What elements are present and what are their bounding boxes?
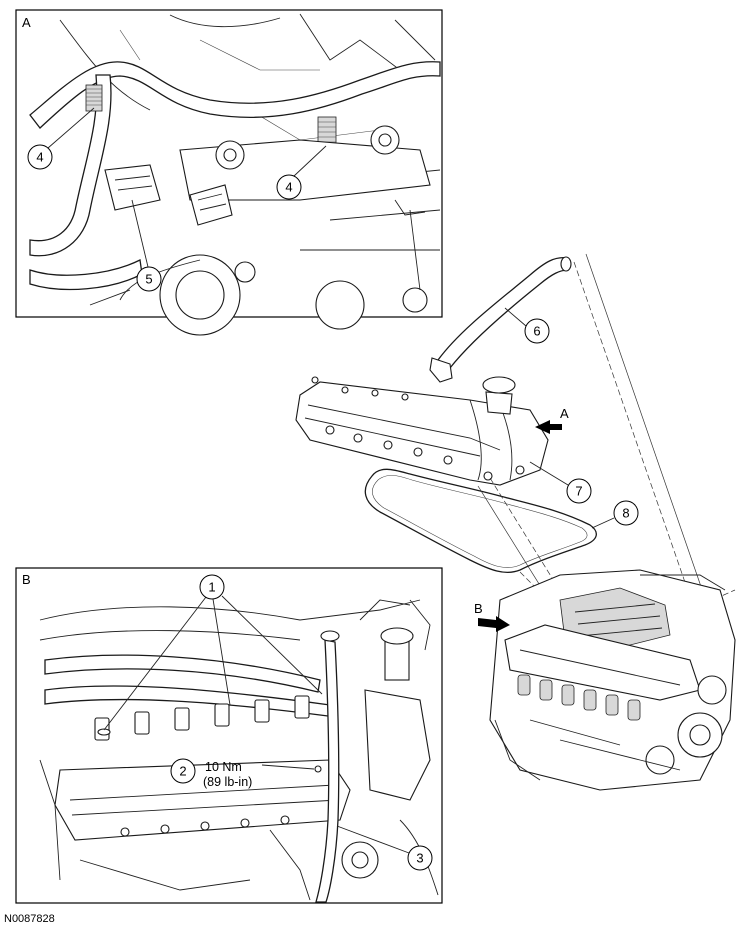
callout-6: 6 bbox=[504, 307, 550, 344]
svg-text:6: 6 bbox=[533, 324, 540, 339]
torque-specification: 10 Nm (89 lb-in) bbox=[203, 760, 252, 789]
svg-text:5: 5 bbox=[145, 272, 152, 287]
valve-cover: A bbox=[295, 376, 569, 486]
panel-b-label: B bbox=[22, 572, 31, 587]
valve-cover-bolts bbox=[311, 376, 525, 481]
hose-clamp-left bbox=[85, 84, 103, 112]
engine-cylinder-bumps bbox=[517, 674, 641, 721]
callout-8: 8 bbox=[591, 500, 639, 529]
detail-panel-a: A bbox=[15, 9, 443, 336]
valve-cover-gasket bbox=[364, 468, 597, 574]
pcv-hose bbox=[429, 256, 572, 383]
svg-text:4: 4 bbox=[285, 180, 292, 195]
oil-filler-cap bbox=[482, 376, 516, 415]
svg-text:8: 8 bbox=[622, 506, 629, 521]
svg-text:7: 7 bbox=[575, 484, 582, 499]
svg-text:B: B bbox=[474, 601, 483, 616]
callout-7: 7 bbox=[529, 461, 592, 504]
panel-a-label: A bbox=[22, 15, 31, 30]
callout-5: 5 bbox=[131, 199, 162, 292]
torque-lb-in: (89 lb-in) bbox=[203, 775, 252, 789]
electrical-connector bbox=[104, 164, 161, 211]
view-arrow-a: A bbox=[535, 406, 569, 434]
coil-row bbox=[94, 695, 310, 741]
panel-a-engine-artwork bbox=[29, 13, 441, 336]
svg-text:2: 2 bbox=[179, 764, 186, 779]
callout-1: 1 bbox=[103, 574, 323, 731]
panel-b-engine-artwork bbox=[39, 599, 439, 903]
torque-nm: 10 Nm bbox=[205, 760, 242, 774]
figure-id: N0087828 bbox=[4, 913, 55, 925]
callout-4-right: 4 bbox=[276, 145, 327, 200]
main-exploded-view: A 6 7 8 bbox=[295, 253, 736, 791]
detail-panel-b: B bbox=[15, 567, 443, 904]
svg-text:1: 1 bbox=[208, 580, 215, 595]
svg-text:4: 4 bbox=[36, 150, 43, 165]
panel-b-bolts bbox=[120, 765, 322, 837]
callout-4-left: 4 bbox=[27, 107, 95, 170]
panel-b-oil-cap bbox=[380, 627, 414, 681]
svg-text:A: A bbox=[560, 406, 569, 421]
engine-assembly: B bbox=[474, 569, 736, 791]
view-arrow-b: B bbox=[474, 601, 510, 632]
svg-text:3: 3 bbox=[416, 851, 423, 866]
callout-2: 2 bbox=[170, 758, 315, 784]
dipstick-tube bbox=[315, 630, 340, 903]
callout-3: 3 bbox=[336, 825, 433, 871]
